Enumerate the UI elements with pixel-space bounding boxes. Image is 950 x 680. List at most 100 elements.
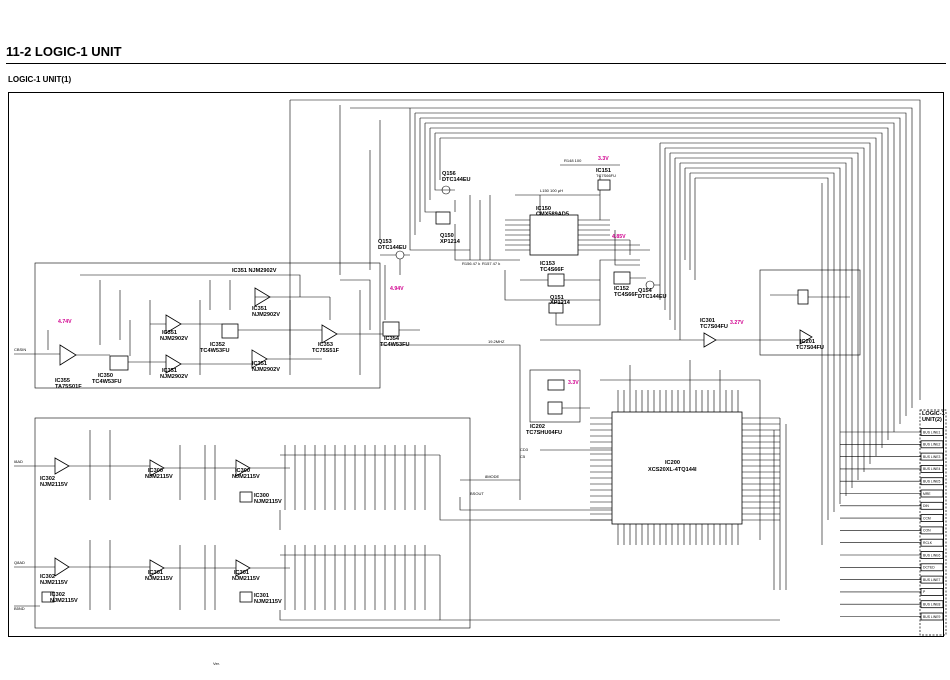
ic300b-part: NJM2115V (232, 474, 260, 480)
svg-text:R148 100: R148 100 (564, 158, 582, 163)
ic301b-part: NJM2115V (232, 576, 260, 582)
connector-pin-box (920, 440, 944, 449)
q154-part: DTC144EU (638, 294, 667, 300)
ic300c-ref: IC300 (254, 493, 269, 499)
ic153-part: TC4S66F (540, 267, 565, 273)
connector-pin-label: DIN (923, 504, 929, 508)
connector-pin-label: MRE (923, 492, 931, 496)
ic301a-ref: IC301 (148, 570, 163, 576)
ic351b-part: NJM2902V (160, 336, 188, 342)
q154-ref: Q154 (638, 288, 653, 294)
q156-ref: Q156 (442, 171, 456, 177)
ic353-ref: IC353 (318, 342, 333, 348)
ic200-ref: IC200 (665, 460, 680, 466)
voltage-4v74: 4.74V (58, 319, 72, 325)
title-divider (6, 63, 946, 64)
connector-pin-label: CCM (923, 516, 931, 520)
ic300b-ref: IC300 (235, 468, 250, 474)
ic302a-part: NJM2115V (40, 482, 68, 488)
ic300c-part: NJM2115V (254, 499, 282, 505)
connector-pin-label: BUS LINE1 (923, 430, 940, 434)
ic152-ref: IC152 (614, 286, 629, 292)
connector-pin-box (920, 428, 944, 436)
ic202-block: IC202 TC7SHU04FU 3.3V (526, 369, 590, 436)
connector-pin-box (920, 452, 944, 461)
ic302b-part: NJM2115V (40, 580, 68, 586)
ic151-part: TC7S66FU (596, 173, 616, 178)
q151-ref: Q151 (550, 295, 564, 301)
ic302a-ref: IC302 (40, 476, 55, 482)
connector-pin-box (920, 588, 944, 596)
ic202-ref: IC202 (530, 424, 545, 430)
connector-pin-label: BUS LINE6 (923, 553, 940, 557)
signal-b5nd: B5ND (14, 606, 25, 611)
connector-pin-box (920, 612, 944, 621)
ic302c-ref: IC302 (50, 592, 65, 598)
ic351c-part: NJM2902V (160, 374, 188, 380)
ic153-region: IC153 TC4S66F Q151 XP1214 IC152 TC4S66F … (504, 259, 667, 326)
ic355-ref: IC355 (55, 378, 70, 384)
connector-pin-label: DCTED (923, 566, 935, 570)
q156-q150-block: Q156 DTC144EU Q150 XP1214 R156 47 k R157… (435, 171, 520, 266)
connector-pin-label: BUS LINE5 (923, 480, 940, 484)
q156-part: DTC144EU (442, 177, 471, 183)
ic150-ref: IC150 (536, 206, 551, 212)
ic353-part: TC75S51F (312, 348, 340, 354)
ic200-block: IC200 XCS20XL-4TQ144I (590, 360, 787, 590)
ic301a-part: NJM2115V (145, 576, 173, 582)
q153-block: Q153 DTC144EU 4.94V (378, 239, 410, 320)
voltage-4v94: 4.94V (390, 286, 404, 292)
q153-ref: Q153 (378, 239, 392, 245)
signal-q8ad: Q8AD (14, 560, 25, 565)
connector-pin-label: BUS LINE7 (923, 578, 940, 582)
ic300a-part: NJM2115V (145, 474, 173, 480)
ic202-part: TC7SHU04FU (526, 430, 562, 436)
connector-pin-box (920, 477, 944, 486)
ic301c-ref: IC301 (254, 593, 269, 599)
ic301top-ref: IC301 (700, 318, 715, 324)
connector-pin-label: BUS LINE8 (923, 603, 940, 607)
ic301c-part: NJM2115V (254, 599, 282, 605)
svg-text:R156 47 k: R156 47 k (462, 261, 480, 266)
ic301-ic201-block: IC301 TC7S04FU 3.27V IC201 TC7S04FU (540, 269, 861, 356)
ic351e-label: IC351 NJM2902V (232, 268, 277, 274)
q153-part: DTC144EU (378, 245, 407, 251)
ic200-part: XCS20XL-4TQ144I (648, 467, 697, 473)
q150-part: XP1214 (440, 239, 461, 245)
svg-text:R157 47 k: R157 47 k (482, 261, 500, 266)
ic152-part: TC4S66F (614, 292, 639, 298)
connector-pin-box (920, 551, 944, 559)
voltage-3v27: 3.27V (730, 320, 744, 326)
connector-pin-box (920, 575, 944, 584)
ic351c-ref: IC351 (162, 368, 177, 374)
connector-logic1-unit2: LOGIC-1 UNIT(2) (919, 409, 947, 636)
connector-pin-label: P (923, 590, 926, 594)
signal-clk: 19.2MHZ (488, 339, 505, 344)
ic301b-ref: IC301 (234, 570, 249, 576)
signal-cbsin: CBSIN (14, 347, 26, 352)
ic150-block: IC150 CMX589AD5 L150 100 μH IC151 TC7S66… (505, 156, 650, 266)
connector-pin-box (920, 538, 944, 547)
connector-pin-box (920, 514, 944, 522)
ic352-part: TC4W53FU (200, 348, 230, 354)
top-bus-wires (289, 99, 921, 545)
ic201-ref: IC201 (800, 339, 815, 345)
ic300a-ref: IC300 (148, 468, 163, 474)
ic302c-part: NJM2115V (50, 598, 78, 604)
page-title: 11-2 LOGIC-1 UNIT (6, 44, 122, 59)
signal-c5: C5 (520, 454, 526, 459)
ic150-part: CMX589AD5 (536, 212, 569, 218)
connector-pin-box (920, 464, 944, 473)
ic351d-ref: IC351 (252, 361, 267, 367)
ic350-part: TC4W53FU (92, 379, 122, 385)
ic153-ref: IC153 (540, 261, 555, 267)
bottom-analog-block: I8AD Q8AD B5ND IC302 NJM2115V IC300 NJM2… (14, 417, 780, 629)
connector-pin-label: RCLK (923, 541, 933, 545)
signal-8mode: 8MODE (485, 474, 500, 479)
ic355-part: TA75S01F (55, 384, 82, 390)
ic151-ref: IC151 (596, 168, 611, 174)
ic354-ref: IC354 (384, 336, 400, 342)
svg-text:L150 100 μH: L150 100 μH (540, 188, 563, 193)
